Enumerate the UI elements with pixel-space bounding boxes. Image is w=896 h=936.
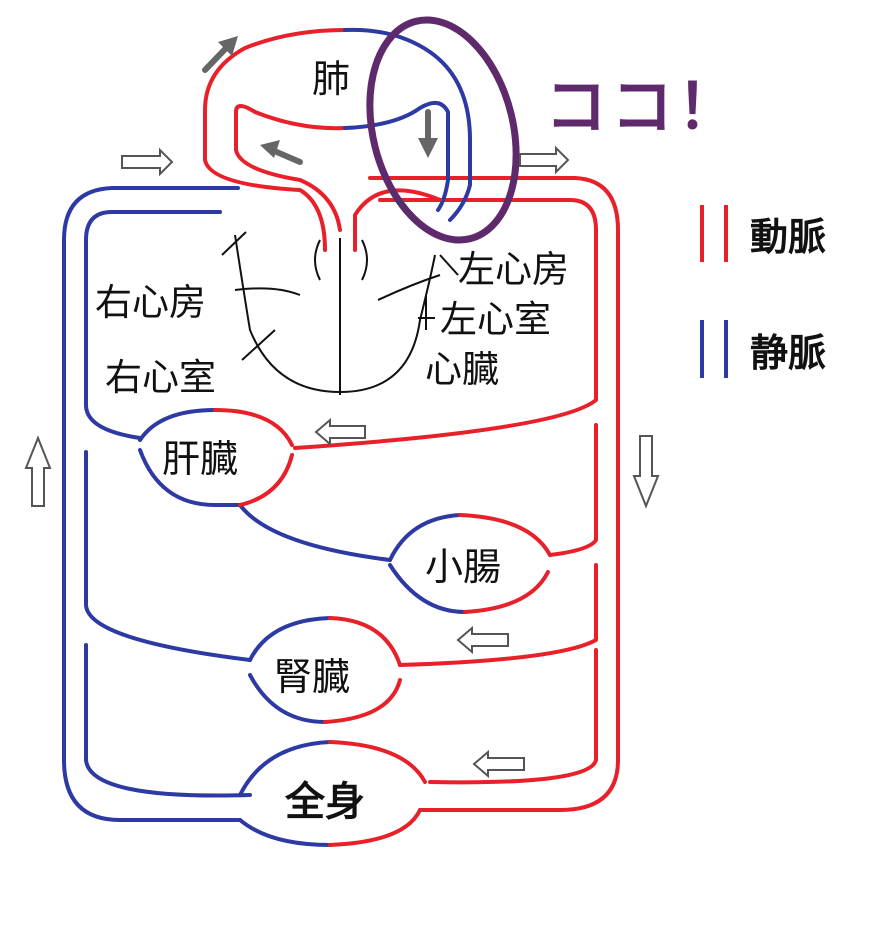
vein-inner-left-2 [84, 450, 252, 662]
vein-legend-icon [700, 320, 728, 378]
liver-label: 肝臓 [162, 437, 238, 481]
highlight-ellipse [366, 16, 520, 244]
left-atrium-label: 左心房 [458, 248, 569, 291]
kidney: 腎臓 [248, 616, 402, 724]
body-vein-bottom [238, 818, 332, 847]
vein-outer-left [62, 186, 242, 822]
intestine-artery-top [458, 513, 552, 557]
left-atrium-pointer [439, 254, 459, 276]
legend: 動脈 静脈 [700, 205, 826, 378]
kidney-label: 腎臓 [274, 655, 350, 699]
whole-body: 全身 [238, 740, 427, 847]
artery-outer-right [368, 176, 620, 812]
artery-inner-right-2 [548, 423, 598, 557]
heart-labels: 右心房 右心室 左心房 左心室 心臓 [95, 231, 569, 399]
liver-artery-top [213, 408, 294, 447]
artery-legend-label: 動脈 [750, 215, 826, 259]
kidney-vein-top [248, 616, 332, 662]
liver-vein-top [138, 408, 217, 442]
lung-vein-inner [343, 100, 450, 212]
heart-outline [234, 234, 441, 395]
arrow-left-icon [456, 625, 509, 655]
liver: 肝臓 [138, 408, 392, 562]
whole-body-label: 全身 [284, 779, 365, 825]
arrow-left-icon [314, 417, 366, 447]
artery-inner-right [293, 198, 598, 450]
left-ventricle-label: 左心室 [440, 298, 551, 341]
pulmonary-to-heart-red [353, 188, 442, 252]
kidney-artery-bottom [323, 678, 402, 724]
arrow-up-left-icon [260, 140, 303, 165]
body-artery-bottom [328, 808, 422, 847]
systemic-artery-trunk [293, 176, 620, 812]
arrow-right-icon [519, 145, 570, 175]
right-atrium-label: 右心房 [95, 281, 206, 324]
artery-legend-icon [700, 205, 728, 262]
lung-artery-inner [234, 104, 347, 232]
right-ventricle-label: 右心室 [105, 356, 216, 399]
artery-inner-right-3 [398, 563, 598, 667]
right-atrium-pointer [221, 231, 247, 256]
small-intestine: 小腸 [388, 513, 552, 614]
right-ventricle-pointer [241, 329, 276, 361]
vein-legend-label: 静脈 [750, 331, 826, 375]
arrow-left-icon [472, 749, 525, 779]
heart-label: 心臓 [425, 348, 499, 391]
arrow-up-right-icon [202, 36, 238, 73]
small-intestine-label: 小腸 [425, 545, 501, 589]
arrow-up-icon [24, 435, 52, 507]
vein-inner-left [84, 210, 222, 440]
intestine-artery-bottom [463, 570, 550, 614]
arrow-right-icon [121, 147, 174, 177]
body-vein-top [238, 740, 332, 797]
body-artery-top [328, 740, 427, 784]
kidney-artery-top [328, 616, 402, 667]
artery-inner-right-4 [428, 648, 598, 785]
intestine-vein-top [388, 513, 462, 562]
lung-label: 肺 [312, 57, 350, 101]
arrow-down-icon [418, 109, 438, 158]
kidney-vein-bottom [248, 673, 327, 724]
vein-inner-left-3 [84, 643, 252, 798]
intestine-vein-bottom [388, 563, 467, 614]
hollow-flow-arrows [24, 145, 660, 779]
liver-artery-bottom [238, 453, 294, 507]
callout-text: ココ！ [545, 70, 743, 143]
lung-artery-outer [203, 28, 347, 252]
arrow-down-icon [632, 435, 660, 509]
systemic-vein-trunk [62, 186, 252, 822]
pulmonary-flow-arrows [202, 36, 438, 165]
